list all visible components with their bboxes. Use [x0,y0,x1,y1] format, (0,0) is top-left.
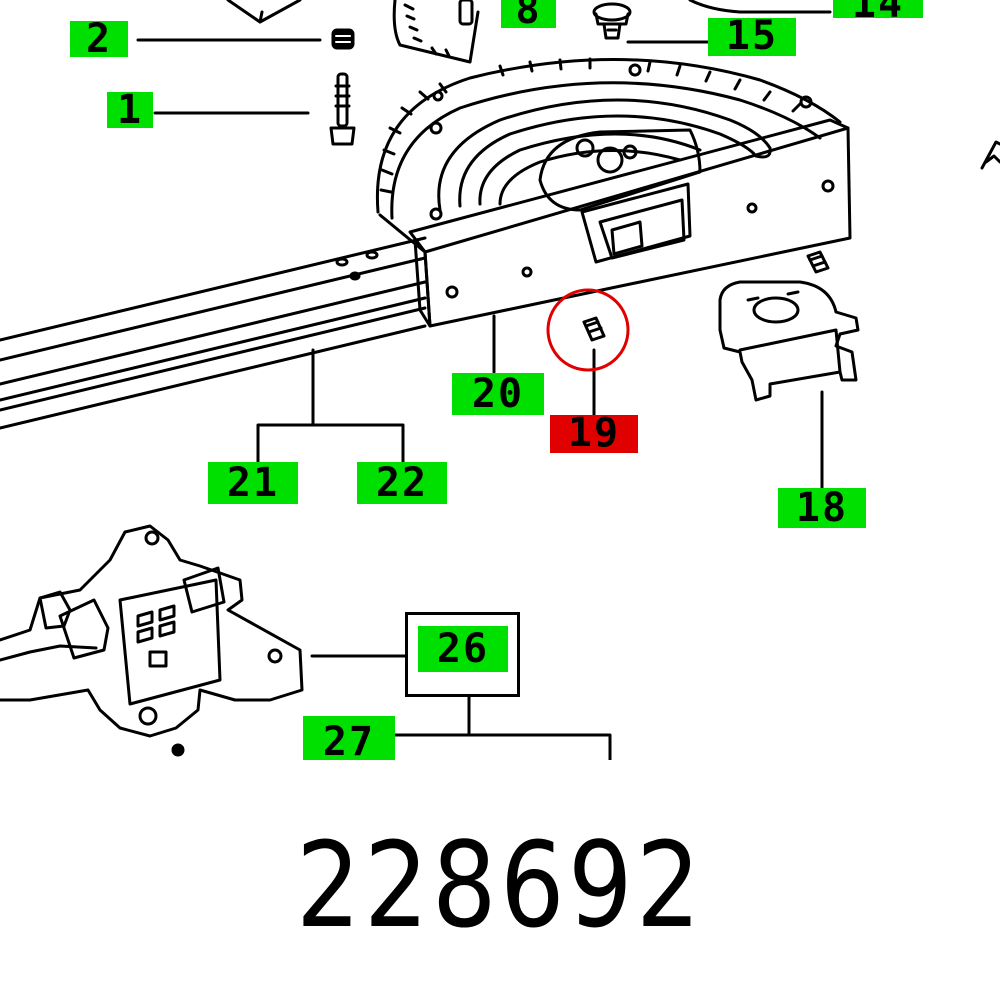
callout-15: 15 [708,18,796,56]
protractor-housing-part-20 [375,57,852,328]
callout-26-frame [405,612,520,697]
callout-26: 26 [418,626,508,672]
rail-assembly [0,236,427,430]
set-screw-part-2 [331,28,355,50]
part-14-fragment [688,0,832,14]
callout-21: 21 [208,462,298,504]
bolt-part-1 [329,72,356,146]
callout-8: 8 [501,0,556,28]
callout-1: 1 [107,92,153,128]
leader-21-22 [256,348,405,464]
callout-27: 27 [303,716,395,760]
screw-8-fragment [458,0,474,26]
highlight-circle-19 [546,288,630,372]
leader-27 [393,695,612,760]
set-screw-part-19 [582,316,606,342]
bracket-part-18 [718,280,860,402]
exploded-diagram [0,0,1000,760]
top-left-part-fragment [226,0,302,24]
right-edge-part-fragment [980,140,1000,170]
callout-19: 19 [550,415,638,453]
callout-20: 20 [452,373,544,415]
callout-2: 2 [70,21,128,57]
set-screw-upper [806,250,830,274]
angle-scale-fragment [392,0,480,64]
callout-22: 22 [357,462,447,504]
callout-18: 18 [778,488,866,528]
screw-15-part [592,2,632,40]
miter-base-part-26 [0,524,304,757]
callout-14: 14 [833,0,923,18]
part-number: 228692 [295,816,705,954]
